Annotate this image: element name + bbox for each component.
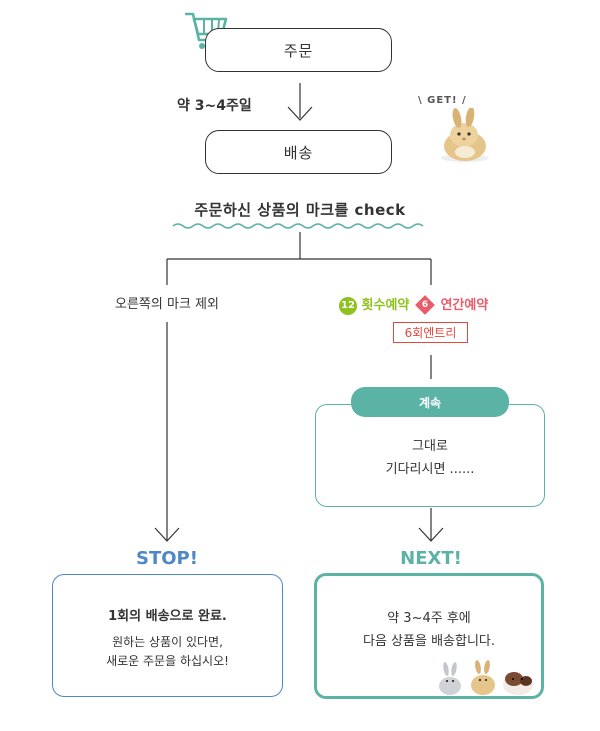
order-label: 주문: [283, 41, 314, 60]
annual-reservation-label: 연간예약: [440, 298, 489, 313]
rabbit-mascot-icon: [441, 108, 489, 162]
animal-group-icon: [439, 660, 533, 695]
stop-line-3: 새로운 주문을 하십시오!: [106, 654, 229, 668]
shipping-step: 배송: [205, 130, 392, 174]
stop-heading: STOP!: [136, 548, 198, 569]
shipping-label: 배송: [283, 143, 314, 162]
next-line-1: 약 3~4주 후에: [387, 611, 471, 626]
pink-annual-badge: 6: [415, 294, 435, 315]
continue-tab: 계속: [351, 387, 509, 417]
continue-line-2: 기다리시면 ......: [385, 462, 475, 477]
mascot-speech: \ GET! /: [418, 95, 467, 106]
next-line-2: 다음 상품을 배송합니다.: [363, 634, 495, 649]
next-box: [314, 573, 544, 699]
stop-line-2: 원하는 상품이 있다면,: [112, 635, 223, 649]
stop-line-1: 1회의 배송으로 완료.: [108, 609, 227, 624]
left-branch-condition: 오른쪽의 마크 제외: [115, 297, 219, 312]
continue-box: [315, 404, 545, 507]
next-heading: NEXT!: [400, 548, 462, 569]
entry-note: 6회엔트리: [393, 322, 468, 343]
continue-line-1: 그대로: [412, 439, 448, 454]
order-step: 주문: [205, 28, 392, 72]
green-count-badge: 12: [339, 296, 357, 315]
check-instruction: 주문하신 상품의 마크를 check: [194, 201, 406, 219]
duration-label: 약 3~4주일: [177, 98, 252, 114]
count-reservation-label: 횟수예약: [361, 298, 410, 313]
stop-box: [52, 574, 283, 697]
right-branch-badges: 12 횟수예약 6 연간예약: [339, 294, 488, 315]
